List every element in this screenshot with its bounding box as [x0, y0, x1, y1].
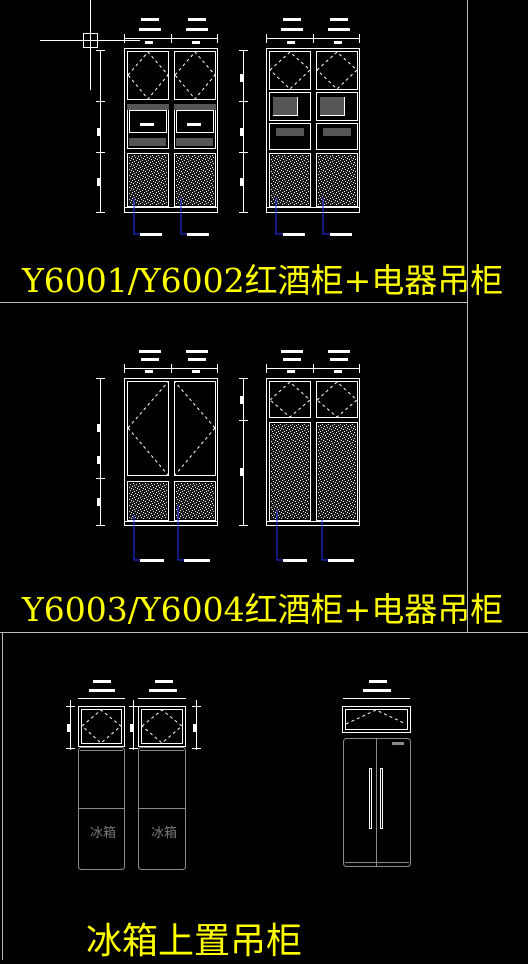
section-1-fills	[127, 97, 351, 146]
fridge-1	[78, 747, 125, 870]
wine-cabinet-y6001	[124, 34, 218, 213]
section-2-hatching	[129, 424, 356, 519]
section-1-hatching	[129, 155, 356, 205]
section-1-annotations	[97, 18, 352, 236]
section-title-y6003-y6004: Y6003/Y6004红酒柜+电器吊柜	[22, 590, 504, 629]
section-2-leaders	[133, 505, 328, 561]
section-2-drawing	[96, 364, 360, 526]
wine-cabinet-y6002	[266, 34, 360, 213]
fridge-top-cabinet-1	[78, 706, 125, 747]
section-3-fridges	[78, 738, 411, 870]
section-title-fridge-cabinet: 冰箱上置吊柜	[86, 921, 303, 962]
wine-cabinet-y6003	[124, 364, 218, 526]
fridge-3	[343, 738, 411, 867]
section-1-leaders	[133, 198, 330, 235]
section-3-drawing	[66, 698, 411, 750]
wine-cabinet-y6004	[266, 364, 360, 526]
fridge-2	[138, 747, 186, 870]
fridge-top-cabinet-2	[138, 706, 186, 747]
crosshair-cursor-icon	[40, 0, 140, 90]
section-3-annotations	[67, 680, 391, 732]
section-title-y6001-y6002: Y6001/Y6002红酒柜+电器吊柜	[22, 261, 504, 300]
fridge-label: 冰箱	[151, 826, 178, 841]
fridge-top-cabinet-3	[342, 706, 411, 733]
section-2-annotations	[97, 350, 354, 562]
fridge-label: 冰箱	[90, 826, 117, 841]
